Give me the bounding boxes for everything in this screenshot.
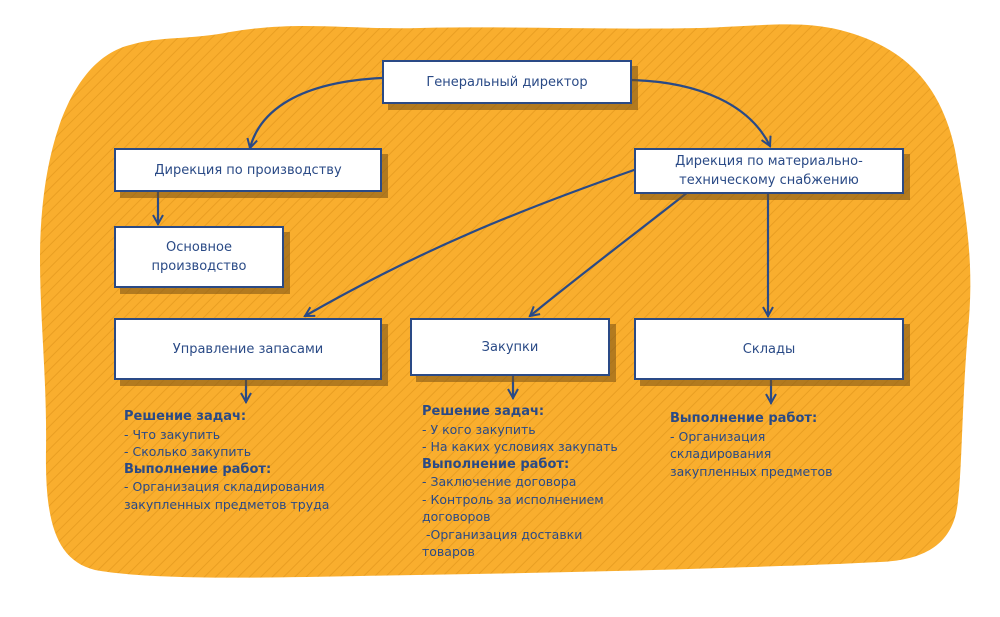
- edge-supply-to-inventory: [305, 168, 636, 318]
- node-label: Склады: [742, 341, 796, 357]
- note-line: - У кого закупить: [422, 421, 536, 437]
- tasks-header: Решение задач:: [422, 404, 545, 419]
- notes-inventory-management: Решение задач: - Что закупить - Сколько …: [124, 408, 329, 513]
- note-line: - Организация складирования: [124, 479, 325, 494]
- note-line: договоров: [422, 509, 491, 524]
- note-line: - Организация: [670, 428, 766, 444]
- node-label: Закупки: [481, 339, 539, 355]
- node-warehouses: Склады: [634, 318, 904, 380]
- note-line: закупленных предметов: [670, 463, 833, 479]
- node-purchasing: Закупки: [410, 318, 610, 376]
- note-line: - Контроль за исполнением: [422, 491, 604, 507]
- tasks-header: Решение задач:: [124, 409, 247, 424]
- node-label: Управление запасами: [172, 341, 324, 357]
- node-ceo: Генеральный директор: [382, 60, 632, 104]
- note-line: -Организация доставки: [422, 526, 583, 542]
- note-line: - На каких условиях закупать: [422, 439, 618, 454]
- note-line: - Что закупить: [124, 426, 221, 442]
- node-label: Дирекция по материально-техническому сна…: [675, 154, 863, 188]
- work-header: Выполнение работ:: [124, 461, 272, 477]
- node-supply-directorate: Дирекция по материально-техническому сна…: [634, 148, 904, 194]
- note-line: складирования: [670, 446, 772, 461]
- node-label: Основное производство: [151, 240, 247, 274]
- note-line: - Сколько закупить: [124, 444, 252, 459]
- node-inventory-management: Управление запасами: [114, 318, 382, 380]
- notes-purchasing: Решение задач: - У кого закупить - На ка…: [422, 403, 618, 561]
- edge-ceo-to-production: [250, 76, 384, 148]
- notes-warehouses: Выполнение работ: - Организация складиро…: [670, 410, 833, 480]
- note-line: товаров: [422, 544, 475, 559]
- work-header: Выполнение работ:: [670, 411, 818, 426]
- node-production-directorate: Дирекция по производству: [114, 148, 382, 192]
- edge-supply-to-purchasing: [530, 190, 690, 316]
- note-line: - Заключение договора: [422, 474, 577, 489]
- node-label: Дирекция по производству: [154, 162, 342, 178]
- edge-ceo-to-supply: [630, 78, 770, 146]
- work-header: Выполнение работ:: [422, 456, 570, 472]
- node-main-production: Основное производство: [114, 226, 284, 288]
- node-label: Генеральный директор: [426, 74, 588, 90]
- note-line: закупленных предметов труда: [124, 496, 330, 512]
